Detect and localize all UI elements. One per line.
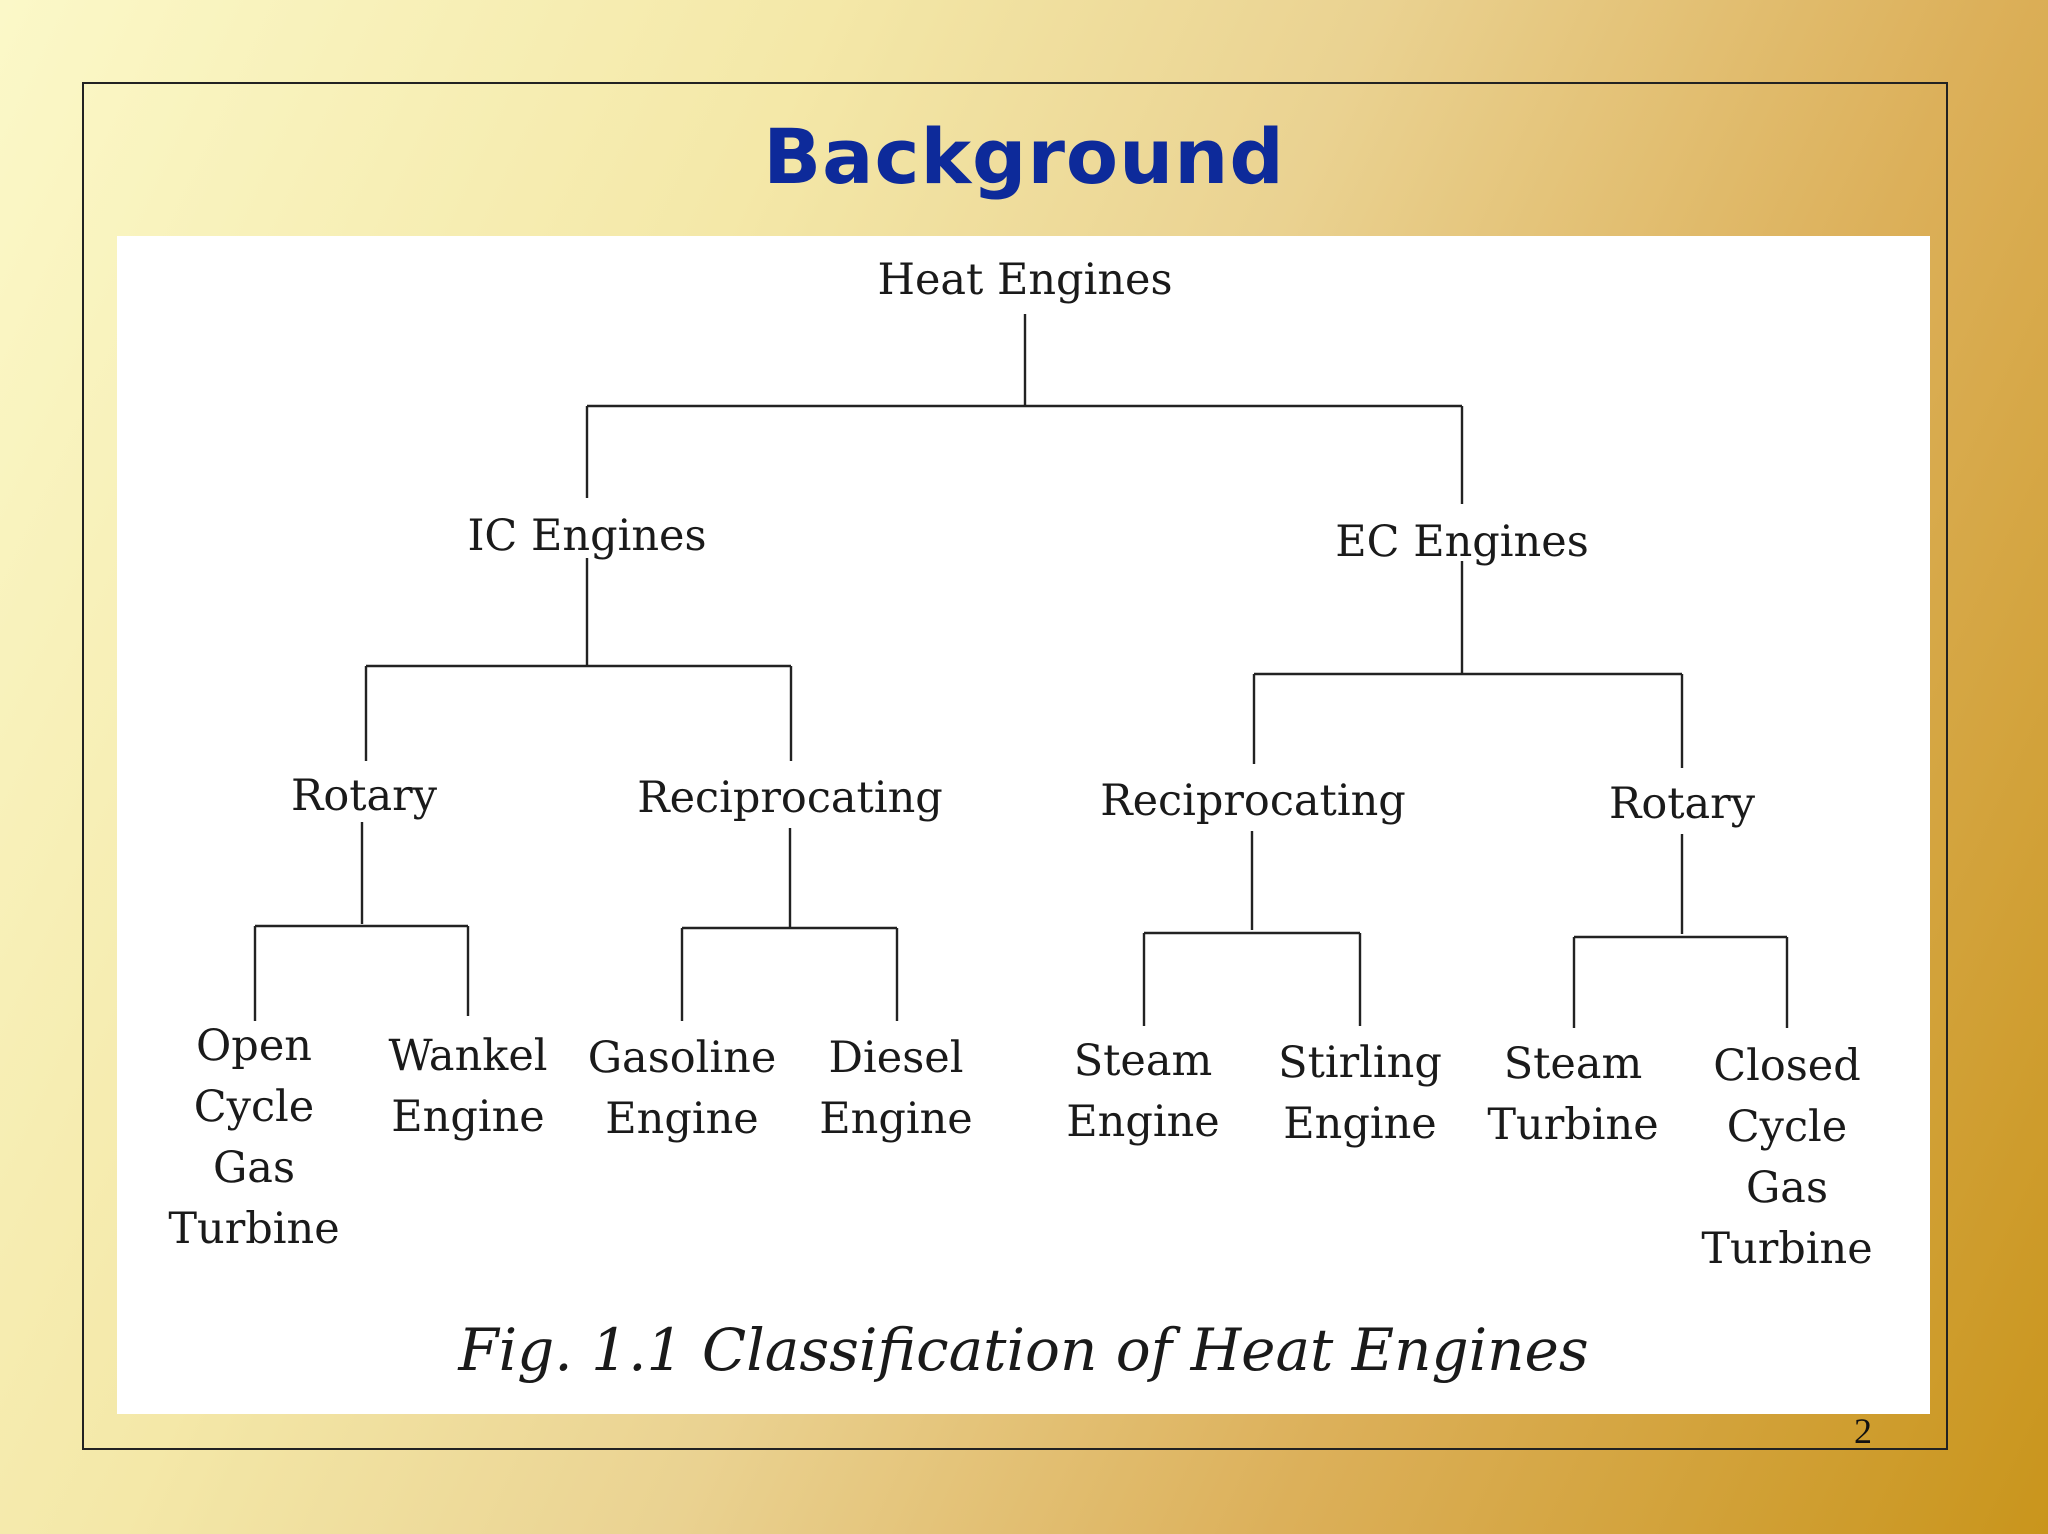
- leaf-line: Closed: [1713, 1041, 1861, 1091]
- leaf-steam-turbine: Steam Turbine: [1487, 1034, 1658, 1156]
- node-ec-reciprocating: Reciprocating: [1100, 776, 1406, 826]
- leaf-line: Diesel: [828, 1033, 964, 1083]
- leaf-line: Gas: [1745, 1163, 1829, 1213]
- leaf-line: Stirling: [1278, 1038, 1442, 1088]
- tree-connectors: [253, 314, 1789, 1028]
- leaf-wankel-engine: Wankel Engine: [388, 1026, 547, 1148]
- slide-frame: [82, 82, 1948, 1450]
- node-ic-rotary: Rotary: [290, 771, 438, 821]
- leaf-line: Cycle: [193, 1082, 315, 1132]
- leaf-steam-engine: Steam Engine: [1066, 1031, 1220, 1153]
- leaf-line: Engine: [1066, 1097, 1220, 1147]
- leaf-line: Steam: [1503, 1039, 1643, 1089]
- node-ec-rotary: Rotary: [1608, 779, 1756, 829]
- node-ic-engines: IC Engines: [467, 511, 707, 561]
- node-ic-reciprocating: Reciprocating: [637, 773, 943, 823]
- leaf-line: Turbine: [1487, 1100, 1659, 1150]
- page-number: 2: [1854, 1411, 1872, 1451]
- node-heat-engines: Heat Engines: [877, 255, 1173, 305]
- leaf-line: Cycle: [1726, 1102, 1848, 1152]
- leaf-line: Engine: [391, 1092, 545, 1142]
- leaf-line: Turbine: [1701, 1224, 1873, 1274]
- leaf-open-cycle-gas-turbine: Open Cycle Gas Turbine: [168, 1016, 339, 1260]
- leaf-closed-cycle-gas-turbine: Closed Cycle Gas Turbine: [1701, 1036, 1872, 1280]
- slide-title: Background: [763, 112, 1285, 201]
- leaf-line: Engine: [1283, 1099, 1437, 1149]
- node-ec-engines: EC Engines: [1335, 517, 1589, 567]
- leaf-line: Wankel: [388, 1031, 548, 1081]
- leaf-stirling-engine: Stirling Engine: [1278, 1033, 1442, 1155]
- leaf-line: Open: [196, 1021, 312, 1071]
- leaf-gasoline-engine: Gasoline Engine: [588, 1028, 777, 1150]
- leaf-line: Turbine: [168, 1204, 340, 1254]
- leaf-line: Engine: [819, 1094, 973, 1144]
- leaf-diesel-engine: Diesel Engine: [819, 1028, 973, 1150]
- diagram-panel: Heat Engines IC Engines EC Engines Rotar…: [117, 236, 1930, 1414]
- leaf-line: Gas: [212, 1143, 296, 1193]
- leaf-line: Gasoline: [587, 1033, 777, 1083]
- leaf-line: Steam: [1073, 1036, 1213, 1086]
- figure-caption: Fig. 1.1 Classification of Heat Engines: [458, 1316, 1589, 1384]
- leaf-line: Engine: [605, 1094, 759, 1144]
